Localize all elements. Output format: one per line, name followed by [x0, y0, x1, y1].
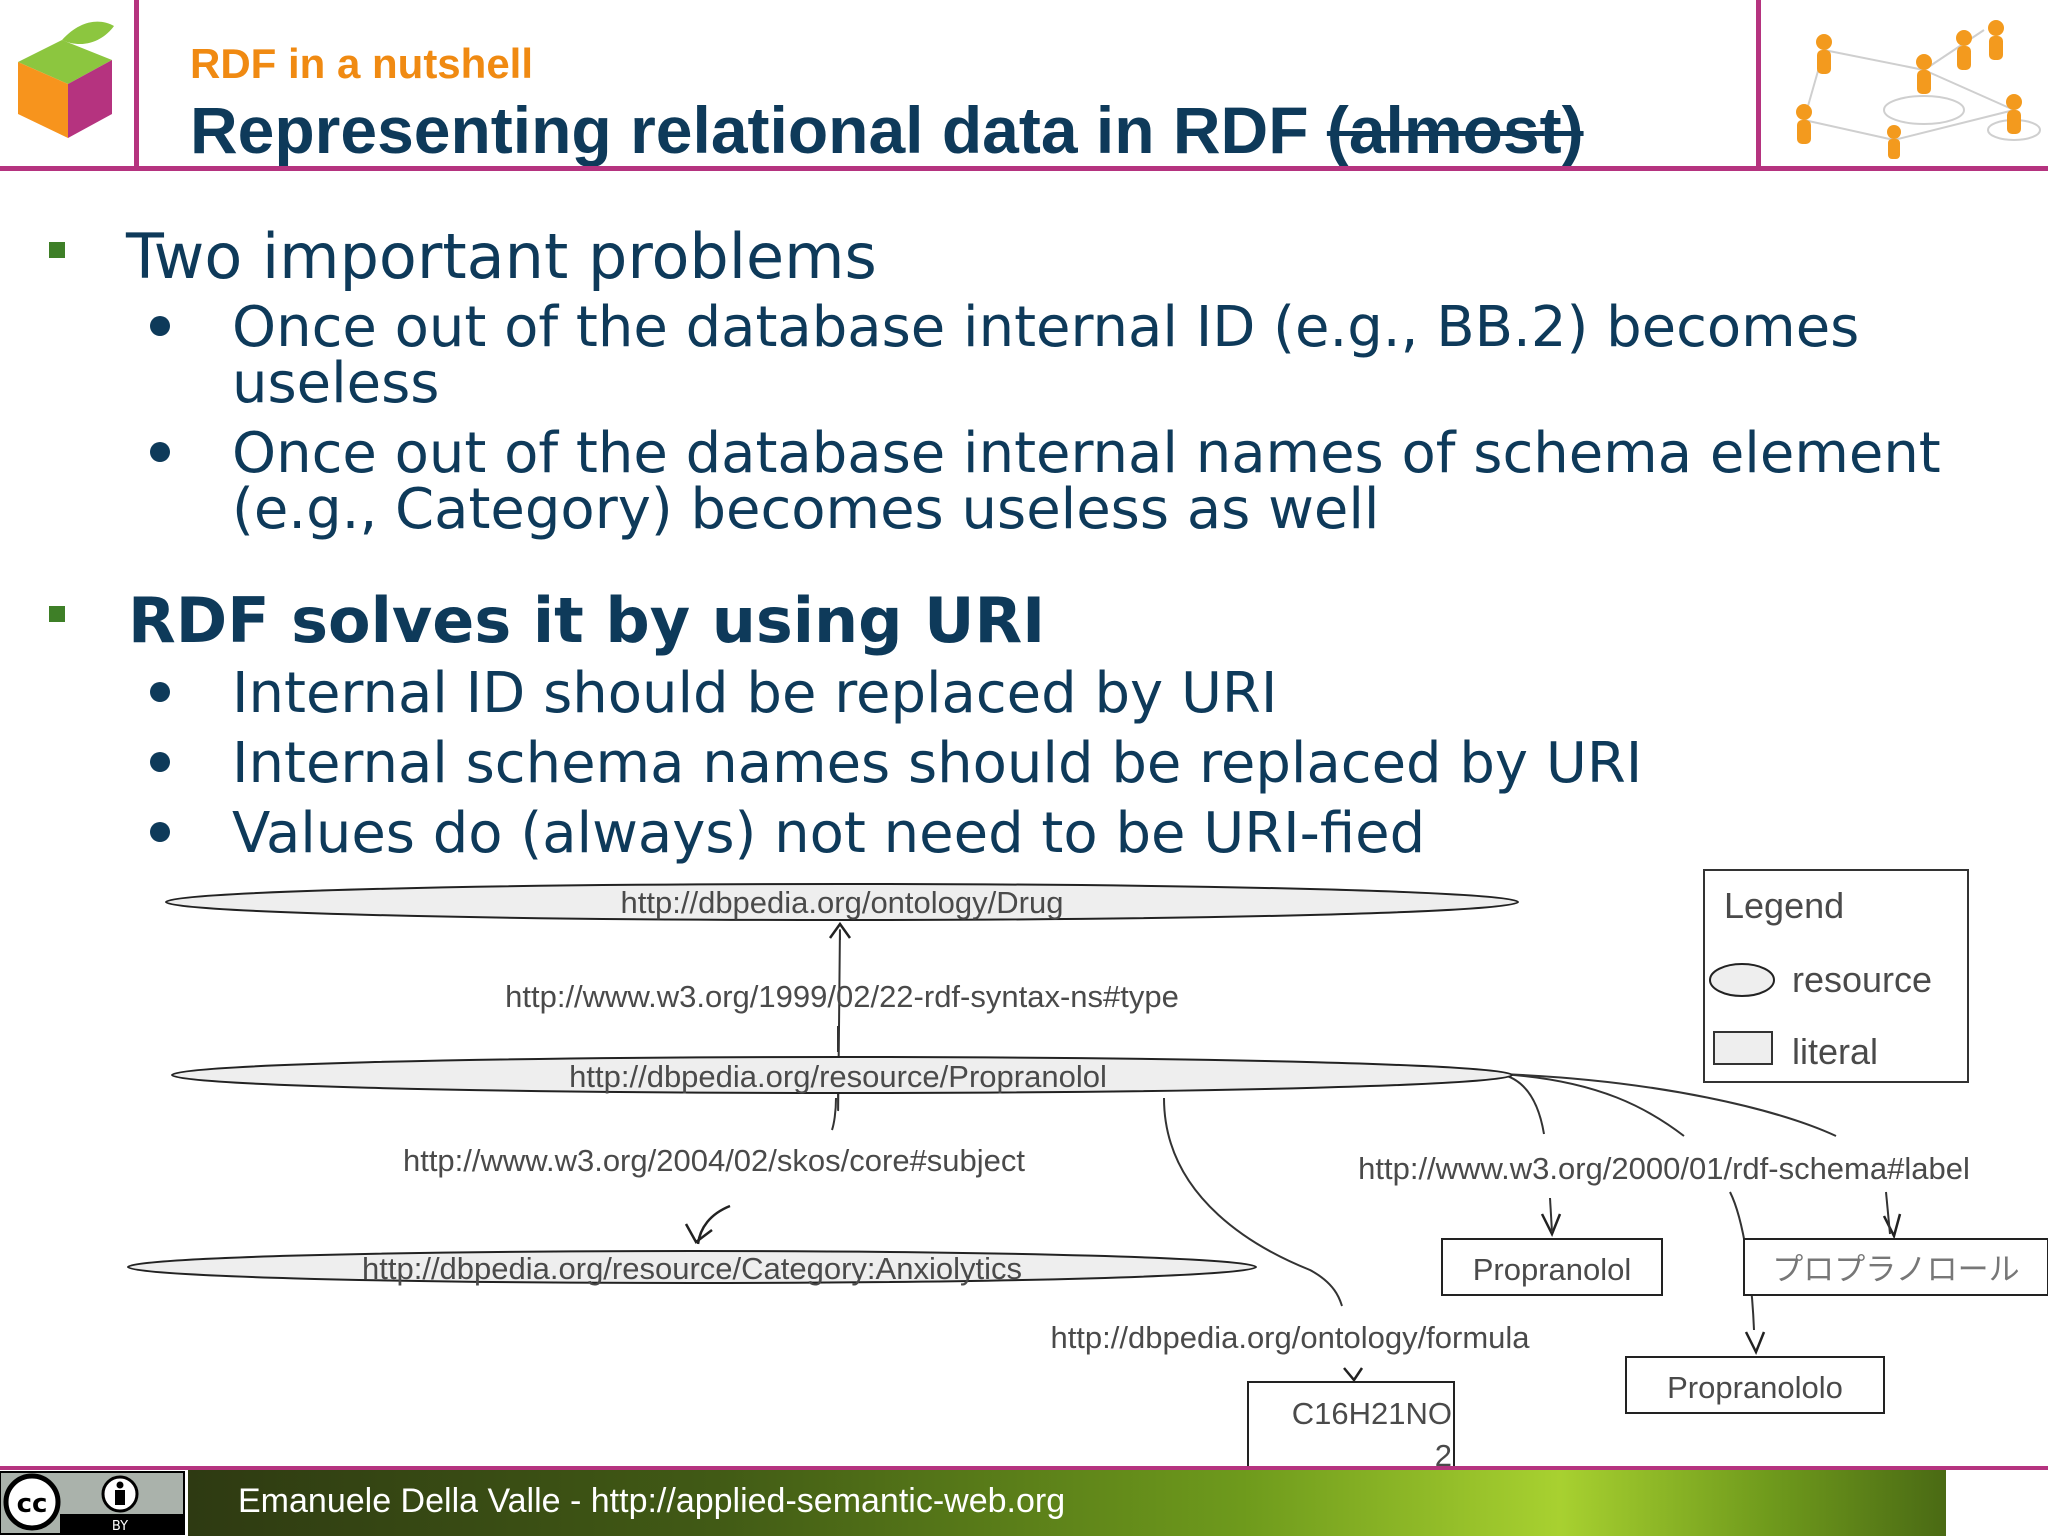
arrowhead	[684, 1223, 713, 1244]
legend-title: Legend	[1724, 885, 1844, 926]
bullet-main: RDF solves it by using URI	[128, 584, 1046, 657]
resource-node-propranolol	[171, 1056, 1513, 1094]
legend-literal-label: literal	[1792, 1031, 1878, 1072]
bullet-dot-icon	[150, 682, 170, 702]
literal-node-label-ja	[1743, 1238, 2048, 1296]
literal-label: プロプラノロール	[1772, 1252, 2019, 1288]
edge-label-ja-lower	[1885, 1191, 1891, 1235]
edge-label-ja	[1499, 1073, 1685, 1137]
literal-node-formula	[1247, 1381, 1455, 1480]
edge-formula	[1163, 1097, 1343, 1307]
bullet-dot-icon	[150, 442, 170, 462]
footer-bar	[188, 1470, 1946, 1536]
literal-label: Propranolol	[1473, 1252, 1632, 1287]
arrowhead	[1744, 1331, 1766, 1356]
title-struck-word: (almost)	[1326, 93, 1584, 167]
resource-label: http://dbpedia.org/resource/Propranolol	[569, 1059, 1107, 1094]
bullet-main: Two important problems	[126, 220, 877, 293]
rdf-graph-diagram: http://dbpedia.org/ontology/Drug http://…	[127, 869, 2048, 1480]
bullet-dot-icon	[150, 316, 170, 336]
title-main: Representing relational data in RDF	[190, 93, 1309, 167]
bullet-square-icon	[49, 242, 65, 258]
literal-label: C16H21NO	[1292, 1396, 1452, 1431]
bullet-sub-line: Internal ID should be replaced by URI	[232, 661, 1278, 726]
literal-node-label-en	[1441, 1238, 1663, 1296]
logo	[0, 0, 136, 170]
edge-label-it	[1499, 1073, 1837, 1137]
bullet-dot-icon	[150, 822, 170, 842]
property-label: http://www.w3.org/2004/02/skos/core#subj…	[403, 1143, 1025, 1178]
edge-label-en	[1499, 1073, 1545, 1135]
bullet-square-icon	[49, 606, 65, 622]
resource-label: http://dbpedia.org/resource/Category:Anx…	[362, 1251, 1022, 1286]
cc-license-badge: cc BY	[0, 1470, 188, 1536]
header-divider	[1756, 0, 1761, 170]
header-rule	[0, 166, 2048, 171]
edge-subject-upper	[831, 1097, 837, 1131]
arrowhead	[828, 921, 852, 939]
edge-type-upper	[837, 929, 841, 1111]
arrowhead	[1540, 1213, 1562, 1238]
edge-label-en-lower	[1549, 1197, 1553, 1233]
legend-resource-label: resource	[1792, 959, 1932, 1000]
footer-rule	[0, 1466, 2048, 1470]
header-divider	[134, 0, 139, 170]
legend-ellipse-icon	[1709, 963, 1775, 997]
bullet-sub-line: Once out of the database internal ID (e.…	[232, 295, 1860, 360]
bullet-sub-line: (e.g., Category) becomes useless as well	[232, 477, 1380, 542]
bullet-dot-icon	[150, 752, 170, 772]
bullet-sub-line: Internal schema names should be replaced…	[232, 731, 1643, 796]
property-label: http://www.w3.org/1999/02/22-rdf-syntax-…	[505, 979, 1179, 1014]
literal-node-label-it	[1625, 1356, 1885, 1414]
property-label: http://dbpedia.org/ontology/formula	[1050, 1320, 1530, 1355]
arrowhead	[1882, 1213, 1902, 1240]
footer-author-url: Emanuele Della Valle - http://applied-se…	[238, 1482, 1066, 1520]
slide-title: Representing relational data in RDF (alm…	[190, 92, 1584, 168]
bullet-sub-line: Once out of the database internal names …	[232, 421, 1941, 486]
resource-node-category	[127, 1250, 1257, 1284]
literal-label: Propranololo	[1667, 1370, 1843, 1405]
resource-node-drug	[165, 883, 1519, 921]
resource-label: http://dbpedia.org/ontology/Drug	[621, 885, 1064, 920]
literal-label: 2	[1435, 1438, 1452, 1473]
arrowhead	[1343, 1367, 1364, 1383]
network-people-illustration	[1764, 0, 2048, 166]
bullet-sub-line: useless	[232, 351, 440, 416]
license-by-text: BY	[112, 1519, 128, 1534]
slide-subtitle: RDF in a nutshell	[190, 40, 534, 87]
svg-text:cc: cc	[17, 1489, 48, 1519]
legend-rectangle-icon	[1713, 1031, 1773, 1065]
property-label: http://www.w3.org/2000/01/rdf-schema#lab…	[1358, 1151, 1970, 1186]
bullet-sub-line: Values do (always) not need to be URI-fi…	[232, 801, 1426, 866]
